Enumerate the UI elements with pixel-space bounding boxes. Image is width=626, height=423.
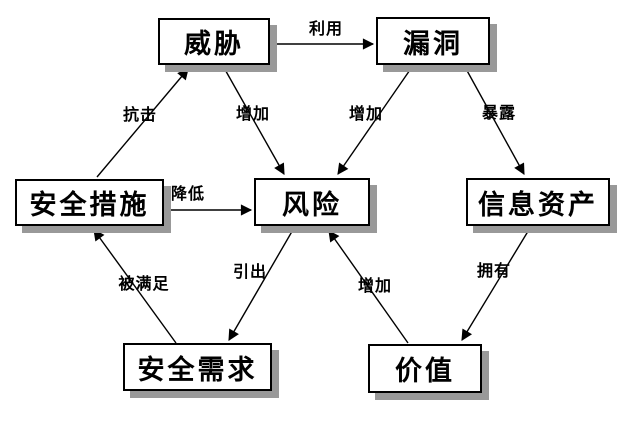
node-security-measures: 安全措施 bbox=[15, 179, 164, 226]
edge-label-possess: 拥有 bbox=[476, 261, 512, 280]
edge-resist-line bbox=[96, 68, 189, 178]
edge-label-increase-by-vulnerability: 增加 bbox=[348, 104, 384, 123]
node-vulnerability-label: 漏洞 bbox=[403, 28, 463, 60]
node-security-requirements-label: 安全需求 bbox=[137, 354, 258, 386]
node-risk-label: 风险 bbox=[282, 189, 342, 221]
edge-label-increase-by-value: 增加 bbox=[357, 276, 393, 295]
edge-label-lead-to: 引出 bbox=[232, 262, 268, 281]
edge-possess-line bbox=[461, 227, 531, 341]
edge-label-resist: 抗击 bbox=[122, 105, 158, 124]
edge-increase-by-value-line bbox=[328, 230, 409, 344]
edge-increase-by-vulnerability-line bbox=[337, 66, 413, 175]
node-threat: 威胁 bbox=[158, 18, 270, 65]
edge-label-satisfied-by: 被满足 bbox=[118, 274, 170, 293]
edge-lead-to-line bbox=[228, 227, 295, 341]
edge-label-expose: 暴露 bbox=[481, 103, 517, 122]
node-security-requirements: 安全需求 bbox=[123, 343, 272, 391]
node-security-measures-label: 安全措施 bbox=[29, 190, 150, 221]
node-risk: 风险 bbox=[254, 178, 370, 226]
edge-satisfied-by-line bbox=[93, 229, 177, 344]
node-value: 价值 bbox=[368, 344, 482, 393]
edge-increase-by-threat-line bbox=[222, 65, 285, 175]
node-vulnerability: 漏洞 bbox=[376, 17, 490, 65]
node-value-label: 价值 bbox=[395, 356, 455, 387]
node-threat-label: 威胁 bbox=[184, 29, 244, 60]
node-information-assets-label: 信息资产 bbox=[478, 189, 598, 221]
edge-label-increase-by-threat: 增加 bbox=[235, 104, 271, 123]
edge-label-exploit: 利用 bbox=[308, 19, 344, 38]
edge-expose-line bbox=[464, 66, 525, 175]
node-information-assets: 信息资产 bbox=[466, 178, 610, 226]
edge-label-reduce: 降低 bbox=[170, 184, 206, 203]
